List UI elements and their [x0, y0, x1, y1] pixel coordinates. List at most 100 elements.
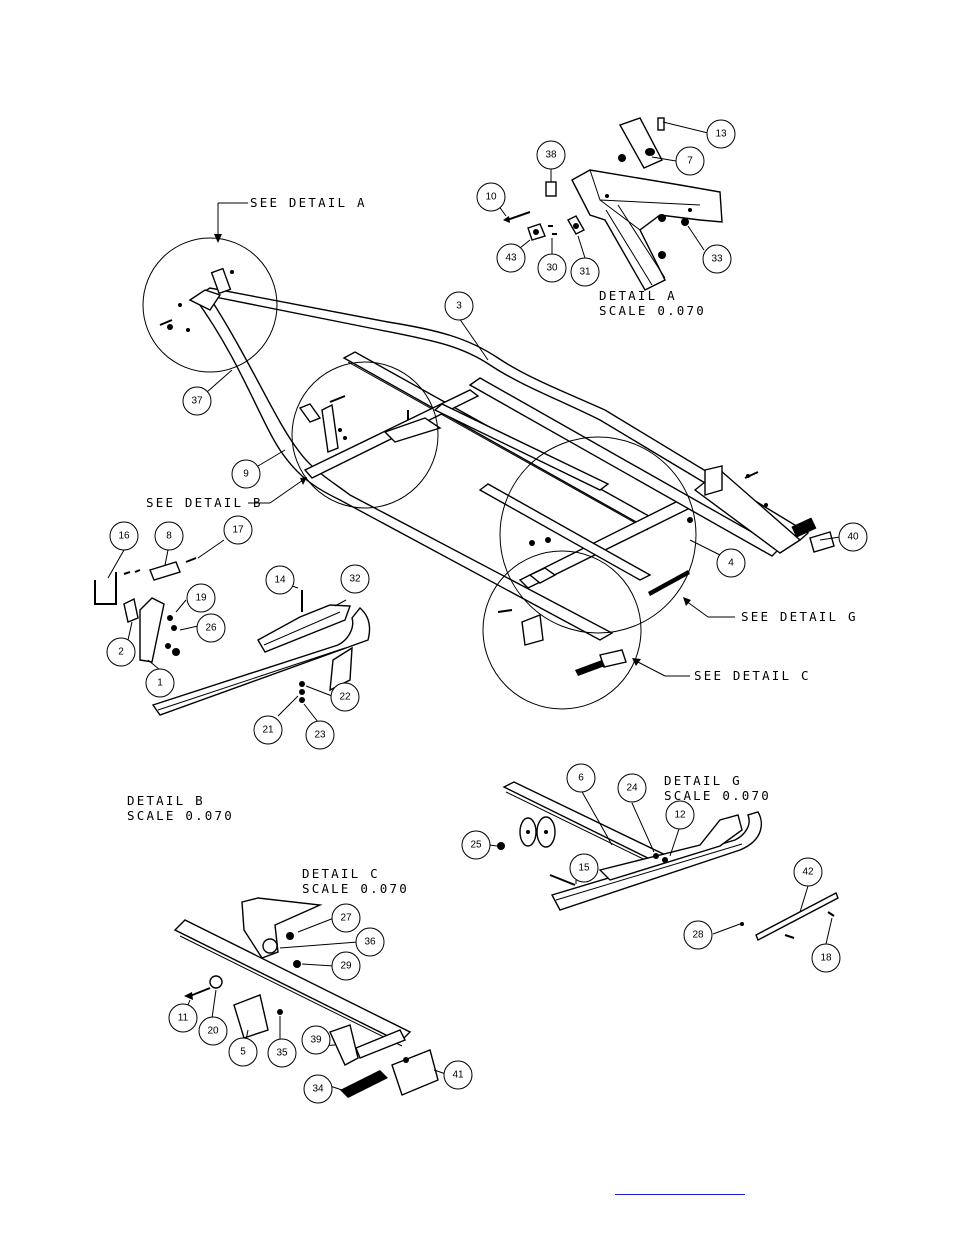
- part-balloon-21: 21: [253, 715, 283, 745]
- part-balloon-16: 16: [109, 521, 139, 551]
- part-balloon-25: 25: [461, 830, 491, 860]
- balloon-number: 24: [626, 783, 638, 794]
- detail-a-scale: SCALE 0.070: [599, 303, 706, 318]
- part-balloon-42: 42: [793, 857, 823, 887]
- balloon-circle: [182, 386, 212, 416]
- balloon-circle: [569, 853, 599, 883]
- balloon-circle: [331, 951, 361, 981]
- balloon-circle: [461, 830, 491, 860]
- part-balloon-11: 11: [168, 1003, 198, 1033]
- main-leaders: [206, 317, 841, 556]
- part-balloon-2: 2: [106, 637, 136, 667]
- balloon-circle: [566, 763, 596, 793]
- part-balloon-3: 3: [444, 291, 474, 321]
- balloon-number: 26: [205, 623, 217, 634]
- detail-c-title: DETAIL C: [302, 866, 380, 881]
- detail-b-circle: [291, 361, 439, 509]
- page-link[interactable]: [615, 1180, 745, 1195]
- detail-a-view: [497, 117, 723, 291]
- balloon-number: 28: [692, 930, 704, 941]
- balloon-number: 37: [191, 396, 203, 407]
- part-balloon-10: 10: [476, 182, 506, 212]
- detail-g-scale: SCALE 0.070: [664, 788, 771, 803]
- main-trailer-frame: [159, 267, 835, 676]
- balloon-circle: [570, 257, 600, 287]
- balloon-circle: [106, 637, 136, 667]
- see-detail-g-label: SEE DETAIL G: [741, 609, 858, 624]
- part-balloon-23: 23: [305, 720, 335, 750]
- balloon-circle: [537, 253, 567, 283]
- balloon-number: 10: [485, 192, 497, 203]
- part-balloon-13: 13: [706, 119, 736, 149]
- part-balloon-7: 7: [675, 146, 705, 176]
- balloon-number: 8: [166, 531, 172, 542]
- balloon-number: 11: [178, 1013, 189, 1024]
- detail-c-view: [173, 897, 447, 1098]
- balloon-number: 27: [340, 913, 352, 924]
- balloon-circle: [617, 773, 647, 803]
- part-balloon-26: 26: [196, 613, 226, 643]
- part-balloon-9: 9: [231, 459, 261, 489]
- balloon-number: 6: [578, 773, 584, 784]
- part-balloon-34: 34: [303, 1074, 333, 1104]
- balloon-number: 17: [232, 525, 244, 536]
- balloon-circle: [265, 565, 295, 595]
- detail-a-circle: [142, 237, 278, 373]
- part-balloon-22: 22: [330, 682, 360, 712]
- part-balloon-15: 15: [569, 853, 599, 883]
- part-balloon-6: 6: [566, 763, 596, 793]
- balloon-circle: [716, 548, 746, 578]
- balloon-number: 34: [312, 1084, 324, 1095]
- balloon-circle: [223, 515, 253, 545]
- balloon-circle: [303, 1074, 333, 1104]
- balloon-circle: [267, 1038, 297, 1068]
- part-balloon-30: 30: [537, 253, 567, 283]
- balloon-circle: [706, 119, 736, 149]
- see-detail-a-label: SEE DETAIL A: [250, 195, 367, 210]
- balloon-number: 42: [802, 867, 814, 878]
- balloon-number: 31: [579, 267, 591, 278]
- balloon-number: 30: [546, 263, 558, 274]
- balloon-circle: [145, 668, 175, 698]
- detail-c-circle: [482, 550, 642, 710]
- detail-g-circle: [499, 436, 697, 634]
- part-balloon-36: 36: [355, 927, 385, 957]
- part-balloon-17: 17: [223, 515, 253, 545]
- balloon-number: 16: [118, 531, 130, 542]
- balloon-number: 2: [118, 647, 124, 658]
- balloon-circle: [168, 1003, 198, 1033]
- part-balloon-43: 43: [496, 243, 526, 273]
- balloon-circle: [476, 182, 506, 212]
- part-balloon-41: 41: [443, 1060, 473, 1090]
- balloon-number: 1: [157, 678, 163, 689]
- part-balloon-32: 32: [340, 564, 370, 594]
- balloon-number: 29: [340, 961, 352, 972]
- detail-labels: SEE DETAIL A SEE DETAIL B SEE DETAIL G S…: [127, 195, 858, 896]
- balloon-number: 22: [339, 692, 351, 703]
- balloon-circle: [228, 1037, 258, 1067]
- detail-g-title: DETAIL G: [664, 773, 742, 788]
- balloon-number: 21: [262, 725, 274, 736]
- balloon-number: 12: [674, 810, 686, 821]
- balloon-circle: [196, 613, 226, 643]
- balloon-number: 32: [349, 574, 361, 585]
- balloon-circle: [154, 521, 184, 551]
- part-balloon-8: 8: [154, 521, 184, 551]
- balloon-number: 20: [207, 1026, 219, 1037]
- part-balloon-20: 20: [198, 1016, 228, 1046]
- detail-b-scale: SCALE 0.070: [127, 808, 234, 823]
- balloon-circle: [793, 857, 823, 887]
- detail-a-title: DETAIL A: [599, 288, 677, 303]
- balloon-number: 19: [195, 593, 207, 604]
- see-detail-c-label: SEE DETAIL C: [694, 668, 811, 683]
- balloon-number: 9: [243, 469, 249, 480]
- balloon-number: 5: [240, 1047, 246, 1058]
- part-balloon-4: 4: [716, 548, 746, 578]
- balloon-circle: [496, 243, 526, 273]
- balloon-circle: [702, 244, 732, 274]
- balloon-number: 38: [545, 150, 557, 161]
- balloon-circle: [665, 800, 695, 830]
- balloon-circle: [443, 1060, 473, 1090]
- detail-callout-circles: [142, 237, 697, 710]
